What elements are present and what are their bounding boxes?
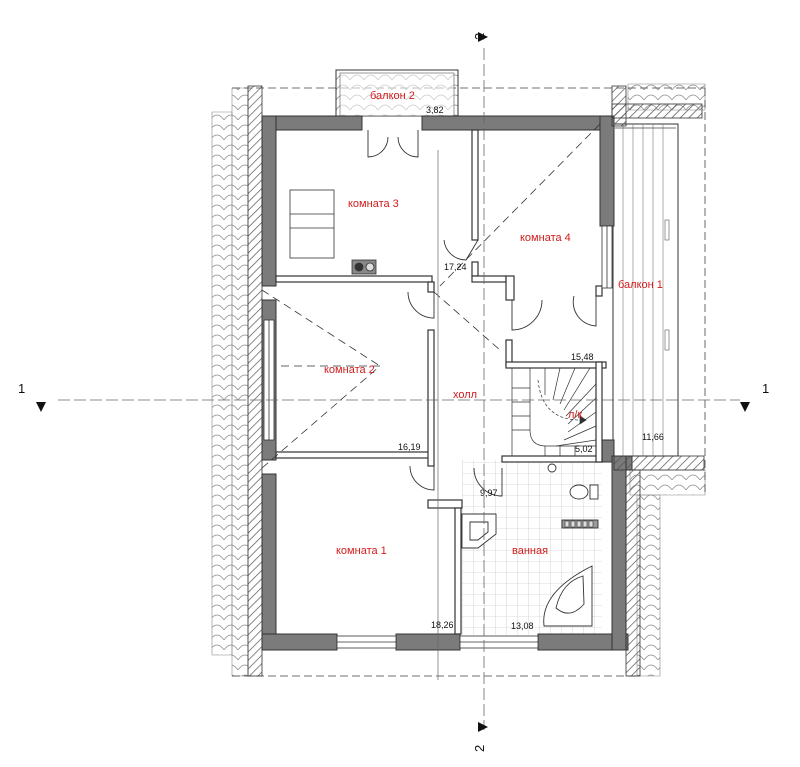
bathroom-fixtures	[461, 463, 599, 627]
sink-icon	[547, 463, 557, 473]
room-1-label: комната 1	[336, 545, 387, 557]
bathroom-area: 13,08	[511, 621, 534, 631]
wc-area: 9,97	[480, 488, 498, 498]
hall-label: холл	[453, 389, 477, 401]
axis-1-right-arrow	[740, 402, 750, 412]
axis-lines	[58, 48, 740, 730]
interior-walls	[275, 129, 607, 635]
room-4-label: комната 4	[520, 232, 571, 244]
roof-edge-left	[211, 87, 249, 677]
balcony-2	[335, 69, 459, 117]
room-2-area: 16,19	[398, 442, 421, 452]
axis-1-left-arrow	[36, 402, 46, 412]
axis-2-bottom-label: 2	[472, 745, 487, 752]
balcony-1-label: балкон 1	[618, 279, 663, 291]
axis-1-left-label: 1	[18, 381, 25, 396]
balcony-2-label: балкон 2	[370, 90, 415, 102]
balcony-1	[612, 123, 679, 457]
axis-markers	[36, 32, 750, 732]
axis-1-right-label: 1	[762, 381, 769, 396]
brick-insulation	[247, 85, 705, 677]
stair-area: 5,02	[575, 444, 593, 454]
shower-tray	[461, 513, 497, 549]
room-3-label: комната 3	[348, 198, 399, 210]
axis-2-top-label: 2	[472, 33, 487, 40]
closet-area: 15,48	[571, 352, 594, 362]
windows	[263, 225, 613, 649]
axis-2-bottom-arrow	[478, 722, 488, 732]
room-3-furniture	[289, 189, 377, 275]
balcony-1-area: 11,66	[642, 432, 664, 442]
roof-diagonals	[261, 123, 601, 469]
staircase	[511, 367, 597, 457]
toilet-icon	[569, 484, 589, 500]
balcony-2-area: 3,82	[426, 105, 444, 115]
bathroom-label: ванная	[512, 545, 548, 557]
stair-label: л/к	[568, 409, 582, 421]
bathtub	[543, 565, 593, 627]
room-2-label: комната 2	[324, 364, 375, 376]
roof-outline	[232, 87, 706, 677]
axis-2-top-arrow	[478, 32, 488, 42]
room-1-area: 18,26	[431, 620, 454, 630]
hall-area: 17,24	[444, 262, 467, 272]
